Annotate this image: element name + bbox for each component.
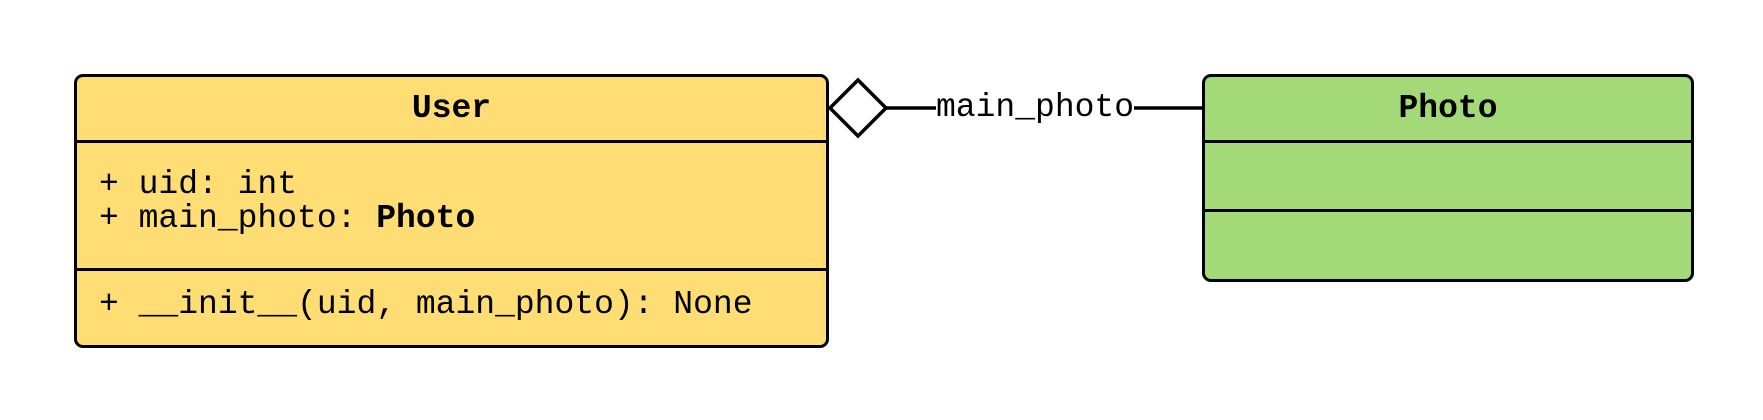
class-name: User [411, 90, 492, 127]
attribute-uid: + uid: int [99, 166, 298, 203]
attributes-section: + uid: int + main_photo: Photo [77, 140, 826, 270]
attribute-main-photo: + main_photo: Photo [99, 200, 476, 237]
class-photo[interactable]: Photo [1202, 74, 1694, 282]
aggregation-diamond-icon [827, 77, 889, 139]
attributes-section [1205, 140, 1691, 210]
class-name: Photo [1398, 90, 1498, 127]
methods-section [1205, 209, 1691, 279]
method-init: + __init__(uid, main_photo): None [99, 286, 753, 323]
class-user[interactable]: User + uid: int + main_photo: Photo + __… [74, 74, 829, 348]
relation-label: main_photo [936, 88, 1135, 128]
methods-section: + __init__(uid, main_photo): None [77, 268, 826, 345]
